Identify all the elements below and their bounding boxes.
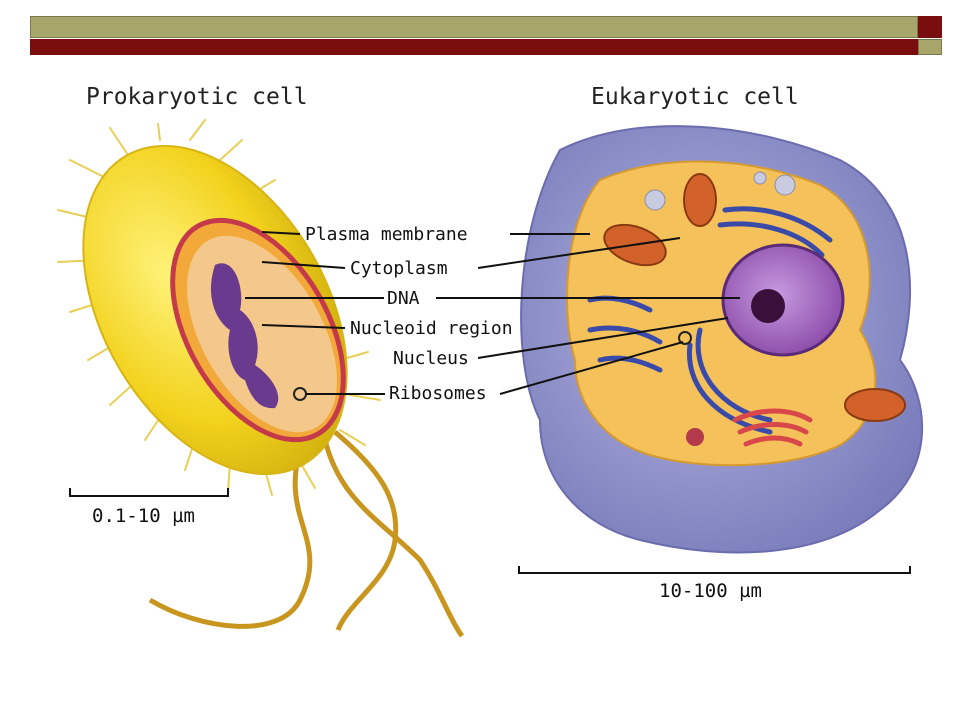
eukaryotic-title: Eukaryotic cell — [591, 84, 799, 110]
scale-label-prokaryote: 0.1-10 µm — [92, 505, 195, 527]
label-ribosomes: Ribosomes — [389, 383, 487, 404]
header-bar-olive — [30, 16, 918, 38]
vesicle-2 — [774, 174, 796, 196]
eukaryote-cell — [520, 125, 924, 554]
prokaryotic-title: Prokaryotic cell — [86, 84, 308, 110]
scale-bar-prokaryote — [69, 488, 229, 497]
nucleolus — [751, 289, 785, 323]
flagellum-1 — [148, 449, 313, 629]
label-nucleoid-region: Nucleoid region — [350, 318, 513, 339]
ribosome-marker-eukaryote — [678, 331, 692, 345]
mitochondrion-2 — [683, 173, 717, 227]
vesicle-3 — [753, 171, 767, 185]
prokaryote-cell — [57, 119, 465, 638]
scale-bar-eukaryote — [518, 566, 911, 574]
leader-lines — [245, 231, 740, 395]
label-plasma-membrane: Plasma membrane — [305, 224, 468, 245]
header-bar-maroon — [30, 39, 918, 55]
scale-label-eukaryote: 10-100 µm — [659, 580, 762, 602]
lysosome — [686, 428, 704, 446]
header-corner-olive — [918, 39, 942, 55]
label-cytoplasm: Cytoplasm — [350, 258, 448, 279]
mitochondrion-3 — [844, 388, 906, 422]
label-nucleus: Nucleus — [393, 348, 469, 369]
golgi-apparatus — [732, 408, 813, 447]
label-dna: DNA — [387, 288, 420, 309]
flagellum-2 — [322, 439, 465, 638]
header-corner-maroon — [918, 16, 942, 38]
nucleoid-dna — [210, 263, 279, 409]
flagellum-3 — [333, 430, 399, 632]
vesicle-1 — [644, 189, 666, 211]
